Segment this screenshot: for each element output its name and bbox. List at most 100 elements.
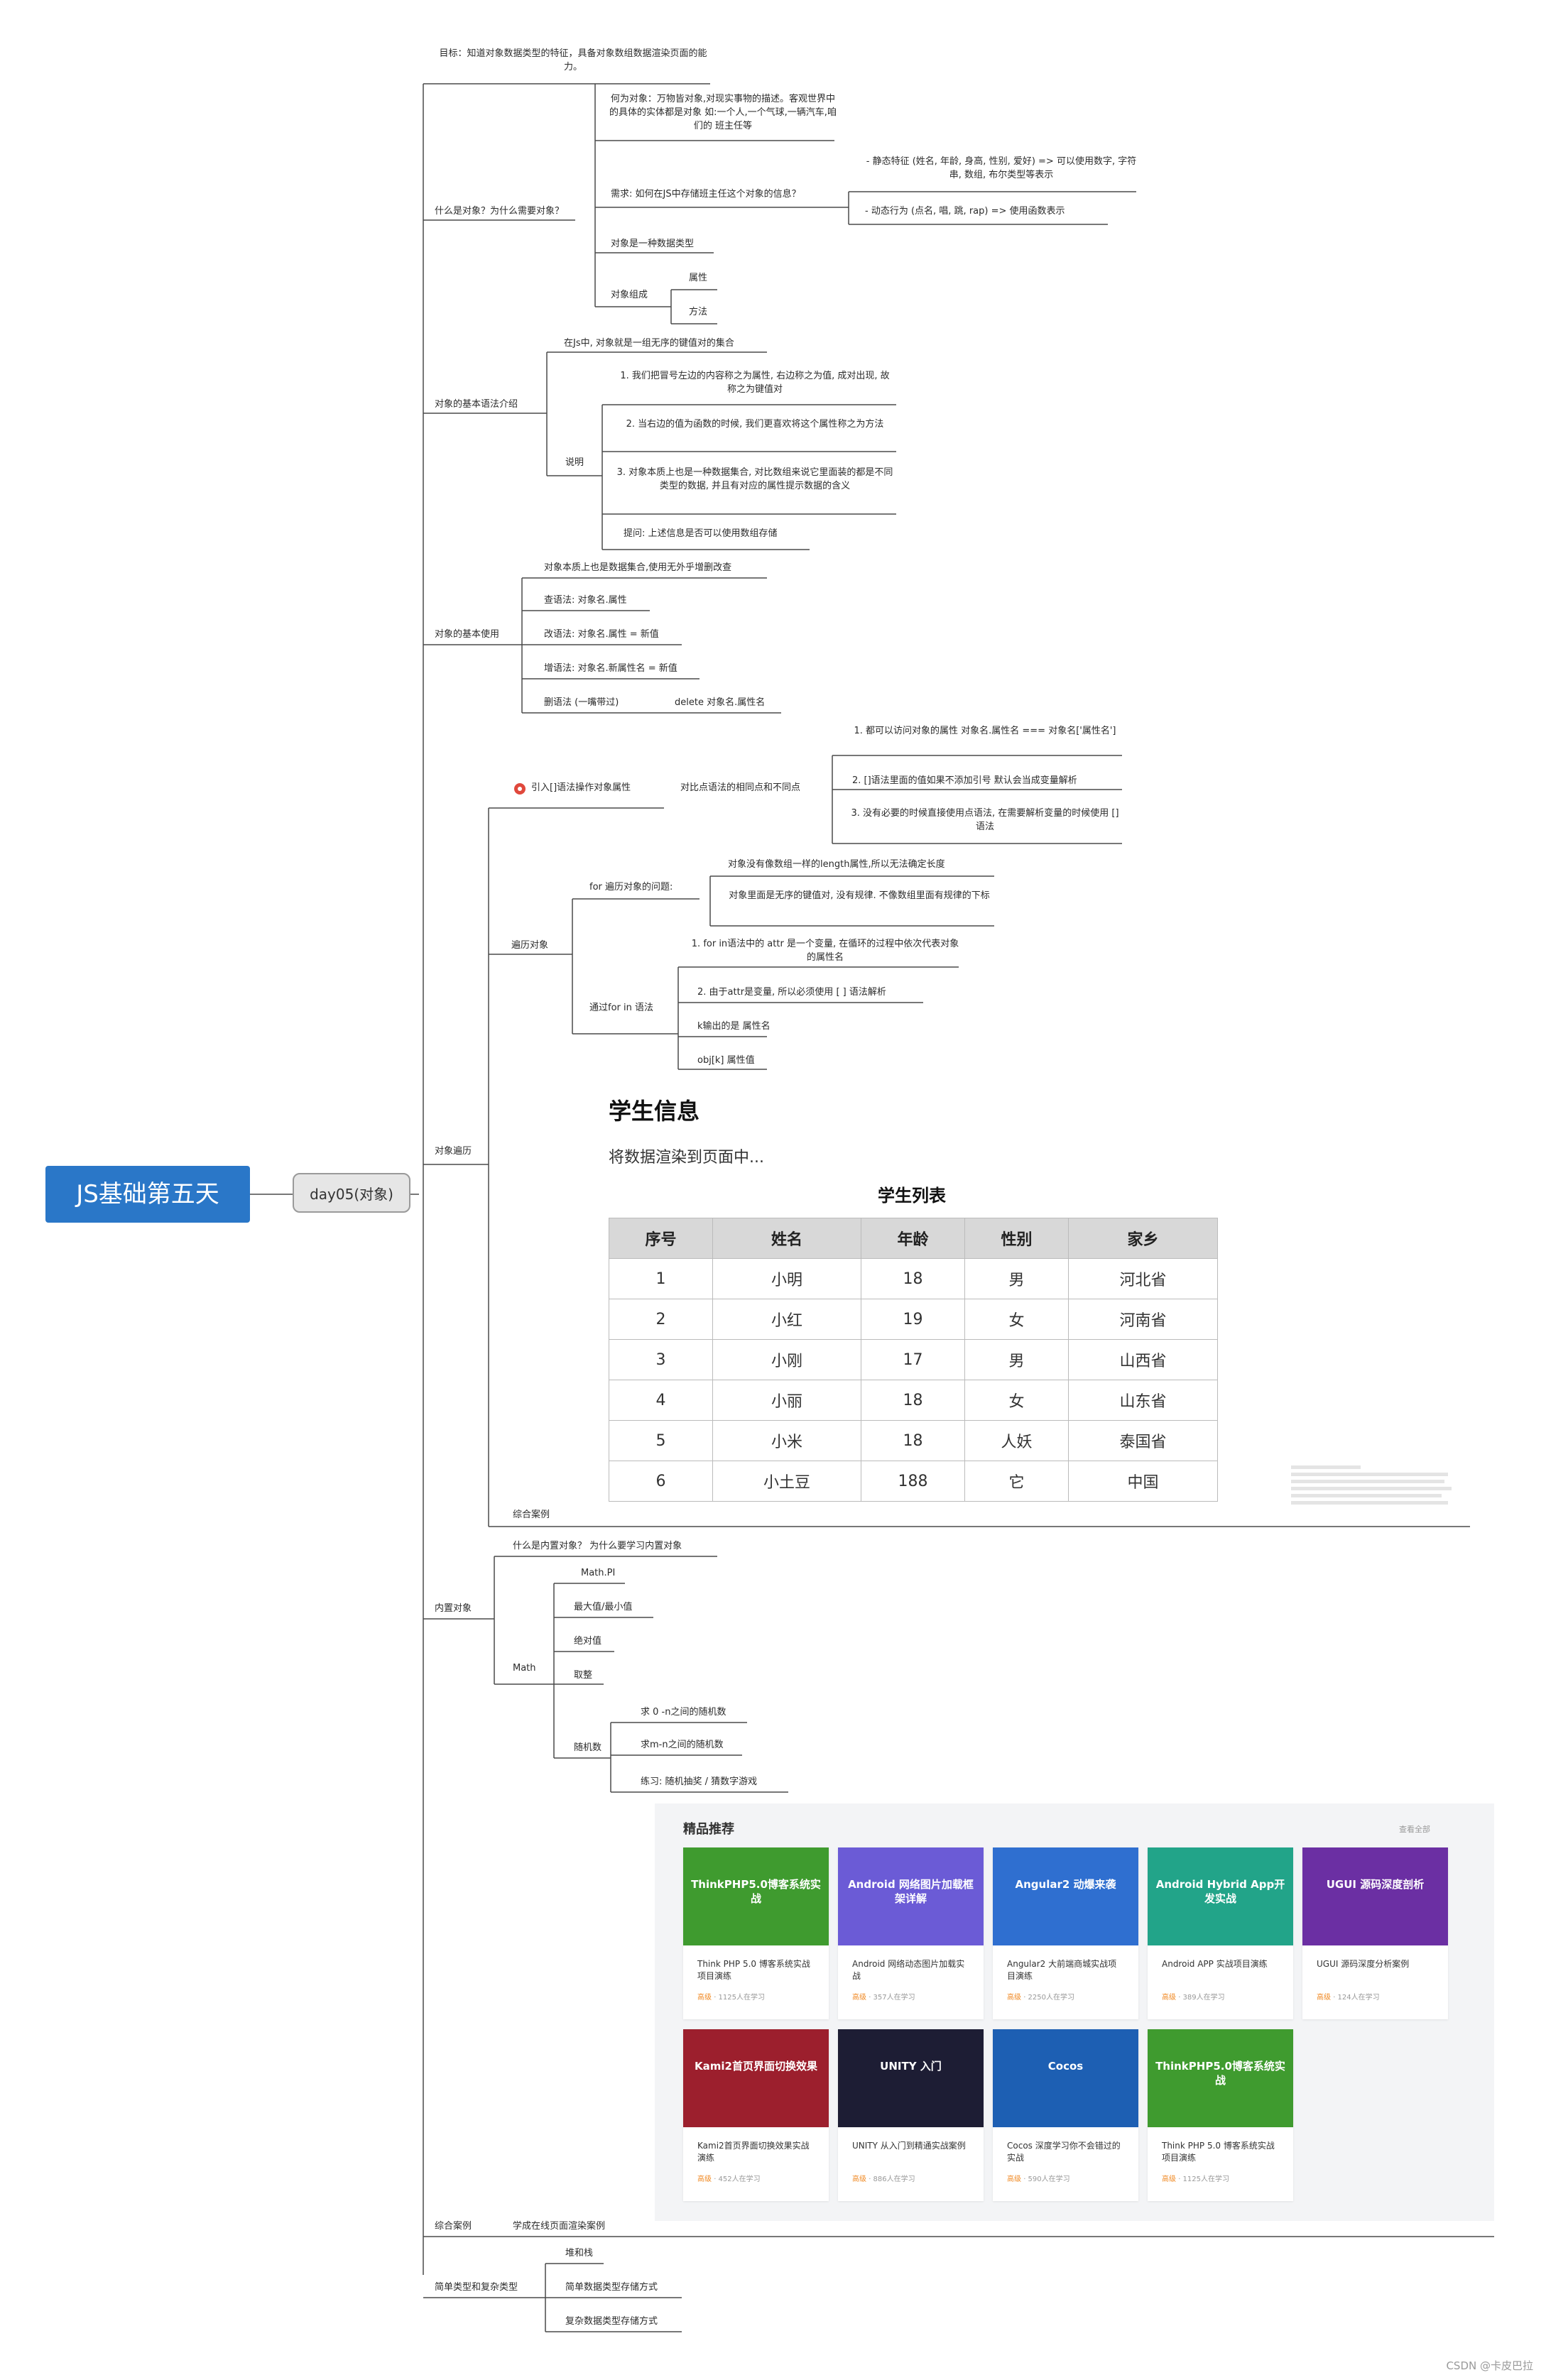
static-feature-node[interactable]: - 静态特征 (姓名, 年龄, 身高, 性别, 爱好) => 可以使用数字, 字…	[866, 156, 1137, 180]
usage-query-node[interactable]: 查语法: 对象名.属性	[544, 595, 627, 606]
usage-update-node[interactable]: 改语法: 对象名.属性 = 新值	[544, 629, 659, 640]
math-maxmin-node[interactable]: 最大值/最小值	[574, 1602, 633, 1612]
syntax-point-2[interactable]: 2. 当右边的值为函数的时候, 我们更喜欢将这个属性称之为方法	[626, 419, 884, 430]
table-header-row: 序号 姓名 年龄 性别 家乡	[609, 1218, 1218, 1259]
for-in-point-2[interactable]: 2. 由于attr是变量, 所以必须使用 [ ] 语法解析	[697, 987, 886, 998]
random-mn-node[interactable]: 求m-n之间的随机数	[641, 1740, 724, 1750]
dynamic-behavior-node[interactable]: - 动态行为 (点名, 唱, 跳, rap) => 使用函数表示	[865, 206, 1065, 217]
builtin-why-node[interactable]: 什么是内置对象？ 为什么要学习内置对象	[513, 1541, 682, 1551]
root-node[interactable]: JS基础第五天	[45, 1166, 250, 1223]
traverse-node[interactable]: 对象遍历	[435, 1146, 472, 1157]
cell: 小刚	[712, 1339, 861, 1380]
course-title[interactable]: Kami2首页界面切换效果实战演练	[697, 2141, 810, 2163]
syntax-point-3[interactable]: 3. 对象本质上也是一种数据集合, 对比数组来说它里面装的都是不同类型的数据, …	[616, 467, 893, 491]
for-in-node[interactable]: 通过for in 语法	[589, 1003, 653, 1013]
math-random-node[interactable]: 随机数	[574, 1742, 602, 1753]
cell: 17	[861, 1339, 965, 1380]
usage-delete-syntax[interactable]: delete 对象名.属性名	[675, 697, 766, 708]
for-problem-1[interactable]: 对象没有像数组一样的length属性,所以无法确定长度	[728, 859, 945, 870]
syntax-question-node[interactable]: 提问: 上述信息是否可以使用数组存储	[624, 528, 778, 539]
course-meta: 高级 · 2250人在学习	[993, 1985, 1138, 2007]
builtin-node[interactable]: 内置对象	[435, 1603, 472, 1614]
cell: 泰国省	[1068, 1420, 1218, 1461]
course-title[interactable]: UGUI 源码深度分析案例	[1317, 1959, 1410, 1969]
math-pi-node[interactable]: Math.PI	[581, 1568, 616, 1578]
course-title[interactable]: Android 网络动态图片加载实战	[852, 1959, 965, 1981]
syntax-explain-node[interactable]: 说明	[565, 457, 584, 468]
course-title[interactable]: Think PHP 5.0 博客系统实战项目演练	[697, 1959, 810, 1981]
warning-marker-icon	[514, 783, 526, 795]
column-header: 姓名	[712, 1218, 861, 1259]
compare-point-2[interactable]: 2. []语法里面的值如果不添加引号 默认会当成变量解析	[852, 775, 1077, 786]
view-all-link[interactable]: 查看全部	[1399, 1825, 1430, 1834]
random-practice-node[interactable]: 练习: 随机抽奖 / 猜数字游戏	[641, 1776, 758, 1787]
course-thumbnail-label: Cocos	[1047, 2060, 1084, 2073]
for-problem-node[interactable]: for 遍历对象的问题:	[589, 882, 673, 892]
column-header: 序号	[609, 1218, 713, 1259]
course-title[interactable]: Android APP 实战项目演练	[1162, 1959, 1268, 1969]
course-title[interactable]: Think PHP 5.0 博客系统实战项目演练	[1162, 2141, 1275, 2163]
simple-type-node[interactable]: 简单数据类型存储方式	[565, 2282, 658, 2293]
math-round-node[interactable]: 取整	[574, 1670, 593, 1681]
loop-object-node[interactable]: 遍历对象	[511, 940, 549, 951]
course-level: 高级	[697, 1994, 712, 2002]
for-in-point-1[interactable]: 1. for in语法中的 attr 是一个变量, 在循环的过程中依次代表对象的…	[691, 939, 959, 963]
course-meta: 高级 · 1125人在学习	[1148, 2167, 1293, 2189]
math-node[interactable]: Math	[513, 1663, 536, 1674]
column-header: 性别	[964, 1218, 1069, 1259]
final-case-detail[interactable]: 学成在线页面渲染案例	[513, 2221, 606, 2232]
what-is-object-node[interactable]: 何为对象：万物皆对象,对现实事物的描述。客观世界中的具体的实体都是对象 如:一个…	[609, 94, 837, 131]
case-node[interactable]: 综合案例	[513, 1510, 550, 1520]
course-meta: 高级 · 590人在学习	[993, 2167, 1138, 2189]
compare-node[interactable]: 对比点语法的相同点和不同点	[680, 782, 801, 793]
complex-type-node[interactable]: 复杂数据类型存储方式	[565, 2316, 658, 2327]
why-object-node[interactable]: 什么是对象？为什么需要对象？	[435, 206, 565, 217]
cell: 女	[964, 1380, 1069, 1421]
property-node[interactable]: 属性	[689, 273, 708, 283]
course-title[interactable]: UNITY 从入门到精通实战案例	[852, 2141, 966, 2151]
compare-point-1[interactable]: 1. 都可以访问对象的属性 对象名.属性名 === 对象名['属性名']	[854, 726, 1116, 736]
syntax-definition-node[interactable]: 在Js中, 对象就是一组无序的键值对的集合	[564, 338, 734, 349]
bracket-syntax-node[interactable]: 引入[]语法操作对象属性	[531, 782, 631, 793]
course-learners: · 1125人在学习	[1178, 2176, 1229, 2183]
for-problem-2[interactable]: 对象里面是无序的键值对, 没有规律. 不像数组里面有规律的下标	[729, 890, 990, 901]
compare-point-3[interactable]: 3. 没有必要的时候直接使用点语法, 在需要解析变量的时候使用 [] 语法	[851, 808, 1119, 832]
heap-stack-node[interactable]: 堆和栈	[565, 2248, 594, 2259]
object-composition-node[interactable]: 对象组成	[611, 290, 648, 300]
math-abs-node[interactable]: 绝对值	[574, 1636, 602, 1647]
types-node[interactable]: 简单类型和复杂类型	[435, 2282, 518, 2293]
usage-intro-node[interactable]: 对象本质上也是数据集合,使用无外乎增删改查	[544, 562, 732, 573]
for-in-key-node[interactable]: k输出的是 属性名	[697, 1021, 771, 1032]
method-node[interactable]: 方法	[689, 307, 708, 317]
final-case-node[interactable]: 综合案例	[435, 2221, 472, 2232]
usage-delete-node[interactable]: 删语法 (一嘴带过)	[544, 697, 619, 708]
course-card[interactable]: Android Hybrid App开发实战 Android APP 实战项目演练…	[1148, 1847, 1293, 2019]
syntax-point-1[interactable]: 1. 我们把冒号左边的内容称之为属性, 右边称之为值, 成对出现, 故称之为键值…	[620, 371, 890, 395]
usage-node[interactable]: 对象的基本使用	[435, 629, 500, 640]
for-in-value-node[interactable]: obj[k] 属性值	[697, 1055, 755, 1066]
course-title[interactable]: Cocos 深度学习你不会错过的实战	[1007, 2141, 1121, 2163]
goal-node[interactable]: 目标：知道对象数据类型的特征，具备对象数组数据渲染页面的能力。	[439, 48, 707, 72]
day-node[interactable]: day05(对象)	[293, 1173, 410, 1213]
object-type-node[interactable]: 对象是一种数据类型	[611, 239, 695, 249]
course-thumbnail-label: Android Hybrid App开发实战	[1155, 1878, 1285, 1905]
course-level: 高级	[1007, 1994, 1021, 2002]
course-title[interactable]: Angular2 大前端商城实战项目演练	[1007, 1959, 1117, 1981]
syntax-node[interactable]: 对象的基本语法介绍	[435, 399, 518, 410]
random-0n-node[interactable]: 求 0 -n之间的随机数	[641, 1707, 726, 1718]
usage-add-node[interactable]: 增语法: 对象名.新属性名 = 新值	[544, 663, 677, 674]
need-node[interactable]: 需求: 如何在JS中存储班主任这个对象的信息？	[611, 189, 801, 200]
recommend-title: 精品推荐	[683, 1822, 734, 1837]
course-thumbnail: UNITY 入门	[838, 2029, 984, 2127]
